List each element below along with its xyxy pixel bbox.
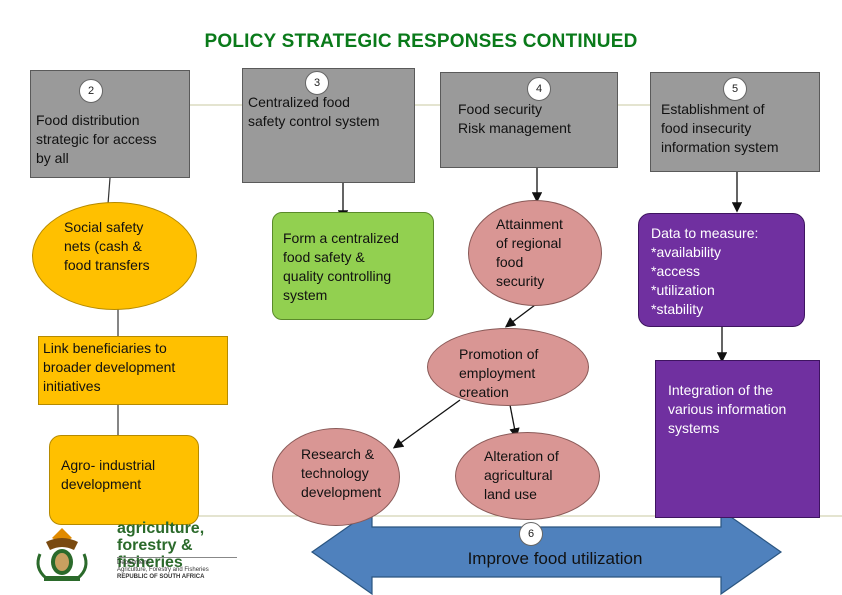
step-number-badge: 4	[527, 77, 551, 101]
department-logo: agriculture, forestry & fisheries Depart…	[22, 520, 242, 592]
box-4-food-security-risk: 4 Food security Risk management	[440, 72, 618, 168]
node-form-centralized-system: Form a centralized food safety & quality…	[272, 212, 434, 320]
logo-line-1: agriculture,	[117, 520, 205, 537]
node-link-beneficiaries: Link beneficiaries to broader developmen…	[38, 336, 228, 405]
node-regional-food-security-text: Attainment of regional food security	[496, 216, 563, 289]
box-3-text: Centralized food safety control system	[248, 94, 380, 129]
box-4-text: Food security Risk management	[458, 101, 571, 136]
step-number-badge: 2	[79, 79, 103, 103]
node-agro-industrial: Agro- industrial development	[49, 435, 199, 525]
node-integration-systems: Integration of the various information s…	[655, 360, 820, 518]
improve-utilization-arrow-shape	[310, 508, 783, 595]
node-data-to-measure: Data to measure: *availability *access *…	[638, 213, 805, 327]
logo-dept-1: Department:	[117, 560, 151, 566]
node-data-to-measure-text: Data to measure: *availability *access *…	[651, 225, 759, 317]
node-alteration-land-use: Alteration of agricultural land use	[455, 432, 600, 520]
node-employment-creation: Promotion of employment creation	[427, 328, 589, 406]
step-number-badge: 6	[519, 522, 543, 546]
node-regional-food-security: Attainment of regional food security	[468, 200, 602, 306]
box-5-text: Establishment of food insecurity informa…	[661, 101, 779, 155]
node-link-beneficiaries-text: Link beneficiaries to broader developmen…	[43, 340, 176, 394]
node-employment-creation-text: Promotion of employment creation	[459, 346, 539, 400]
box-2-food-distribution: 2 Food distribution strategic for access…	[30, 70, 190, 178]
box-2-text: Food distribution strategic for access b…	[36, 112, 157, 166]
node-alteration-land-use-text: Alteration of agricultural land use	[484, 448, 559, 502]
page-title: POLICY STRATEGIC RESPONSES CONTINUED	[204, 31, 638, 52]
node-social-safety-nets-text: Social safety nets (cash & food transfer…	[64, 219, 150, 273]
box-5-information-system: 5 Establishment of food insecurity infor…	[650, 72, 820, 172]
step-number-badge: 3	[305, 71, 329, 95]
step-number-badge: 5	[723, 77, 747, 101]
box-3-centralized-food-safety: 3 Centralized food safety control system	[242, 68, 415, 183]
node-integration-systems-text: Integration of the various information s…	[668, 382, 787, 436]
node-research-technology: Research & technology development	[272, 428, 400, 526]
node-social-safety-nets: Social safety nets (cash & food transfer…	[32, 202, 197, 310]
logo-dept-3: REPUBLIC OF SOUTH AFRICA	[117, 574, 205, 580]
node-research-technology-text: Research & technology development	[301, 446, 382, 500]
node-form-centralized-system-text: Form a centralized food safety & quality…	[283, 230, 399, 303]
logo-dept-2: Agriculture, Forestry and Fisheries	[117, 567, 209, 573]
improve-utilization-label: Improve food utilization	[467, 549, 643, 568]
logo-line-2: forestry & fisheries	[117, 537, 193, 571]
node-agro-industrial-text: Agro- industrial development	[61, 457, 156, 492]
coat-of-arms-icon	[36, 528, 88, 581]
